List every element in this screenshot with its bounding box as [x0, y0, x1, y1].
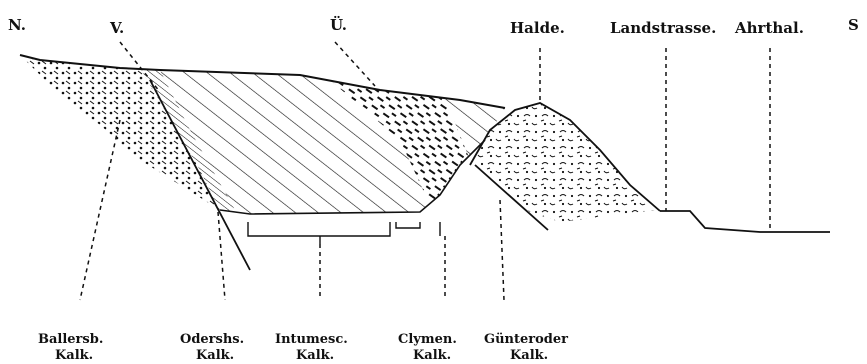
- label-odershausen-1: Odershs.: [180, 332, 244, 347]
- label-intumescens-2: Kalk.: [296, 348, 334, 363]
- label-clymenia-1: Clymen.: [398, 332, 457, 347]
- label-north: N.: [8, 16, 26, 34]
- label-u: Ü.: [330, 15, 347, 34]
- rock-body: [20, 55, 505, 214]
- label-halde: Halde.: [510, 19, 565, 37]
- label-ballersbach-1: Ballersb.: [38, 332, 103, 347]
- label-gunteroder-1: Günteroder: [484, 332, 568, 347]
- label-clymenia-2: Kalk.: [413, 348, 451, 363]
- label-ahrthal: Ahrthal.: [734, 19, 804, 37]
- label-gunteroder-2: Kalk.: [510, 348, 548, 363]
- label-v: V.: [109, 19, 124, 37]
- label-intumescens-1: Intumesc.: [275, 332, 348, 347]
- ground-profile-south: [660, 211, 830, 232]
- label-ballersbach-2: Kalk.: [55, 348, 93, 363]
- label-south: S: [848, 16, 859, 34]
- excavation-brackets: [248, 222, 440, 244]
- label-landstrasse: Landstrasse.: [610, 19, 716, 37]
- label-odershausen-2: Kalk.: [196, 348, 234, 363]
- halde-heap: [470, 103, 660, 222]
